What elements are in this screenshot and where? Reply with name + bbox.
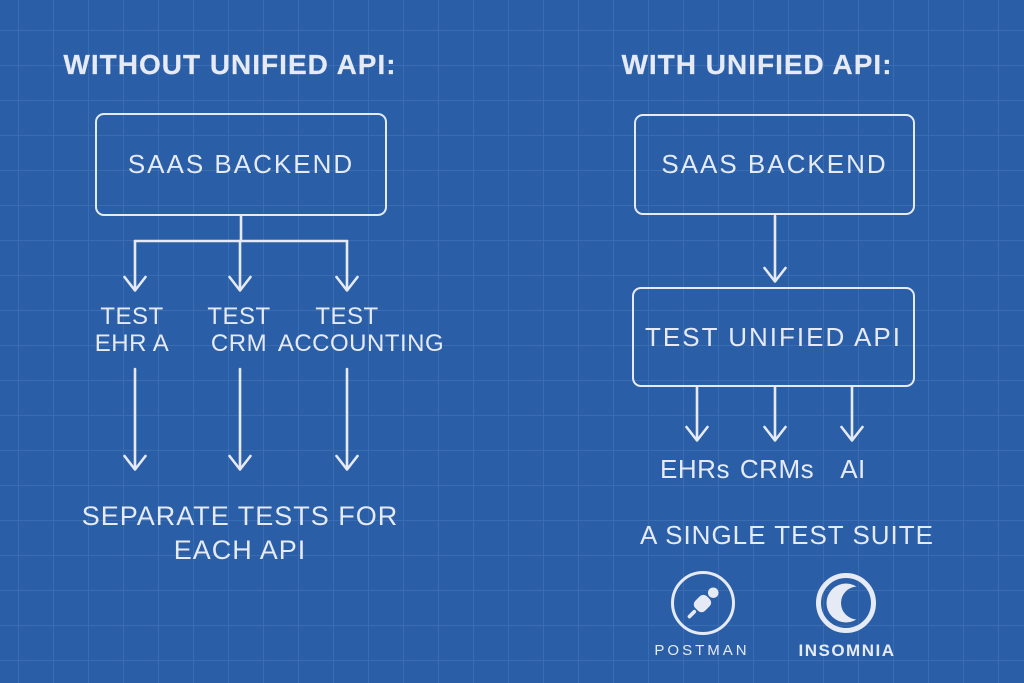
left-result-line1: SEPARATE TESTS FOR xyxy=(81,501,399,531)
branch-label-ehr-a: TEST EHR A xyxy=(72,303,192,357)
branch-crm-line1: TEST xyxy=(207,303,271,330)
test-unified-api-label: TEST UNIFIED API xyxy=(645,321,902,352)
test-unified-api-box: TEST UNIFIED API xyxy=(632,287,915,387)
insomnia-moon-icon xyxy=(816,573,876,633)
postman-label: POSTMAN xyxy=(654,642,750,659)
target-label-ai: AI xyxy=(840,454,866,484)
right-section-title: WITH UNIFIED API: xyxy=(621,49,893,80)
left-section: WITHOUT UNIFIED API: SAAS BACKEND TEST E… xyxy=(63,49,445,567)
right-section: WITH UNIFIED API: SAAS BACKEND TEST UNIF… xyxy=(512,0,1024,683)
branch-label-crm: TEST CRM xyxy=(179,303,299,357)
right-saas-backend-box: SAAS BACKEND xyxy=(634,114,915,215)
branch-label-accounting-test: TEST xyxy=(315,303,379,330)
branch-ehr-a-line1: TEST xyxy=(100,303,164,330)
left-saas-backend-box: SAAS BACKEND xyxy=(95,113,387,216)
branch-crm-line2: CRM xyxy=(210,330,268,357)
postman-astronaut-icon xyxy=(671,571,735,635)
branch-label-accounting: ACCOUNTING xyxy=(277,330,445,357)
left-section-title: WITHOUT UNIFIED API: xyxy=(63,49,397,80)
right-result-caption: A SINGLE TEST SUITE xyxy=(639,520,935,550)
right-saas-backend-label: SAAS BACKEND xyxy=(661,149,888,179)
branch-ehr-a-line2: EHR A xyxy=(94,330,170,357)
left-result-caption: SEPARATE TESTS FOR EACH API xyxy=(70,499,410,567)
target-label-ehrs: EHRs xyxy=(660,454,730,484)
left-result-line2: EACH API xyxy=(173,535,307,565)
insomnia-label: INSOMNIA xyxy=(798,641,896,660)
target-label-crms: CRMs xyxy=(739,454,815,484)
left-saas-backend-label: SAAS BACKEND xyxy=(127,149,355,179)
